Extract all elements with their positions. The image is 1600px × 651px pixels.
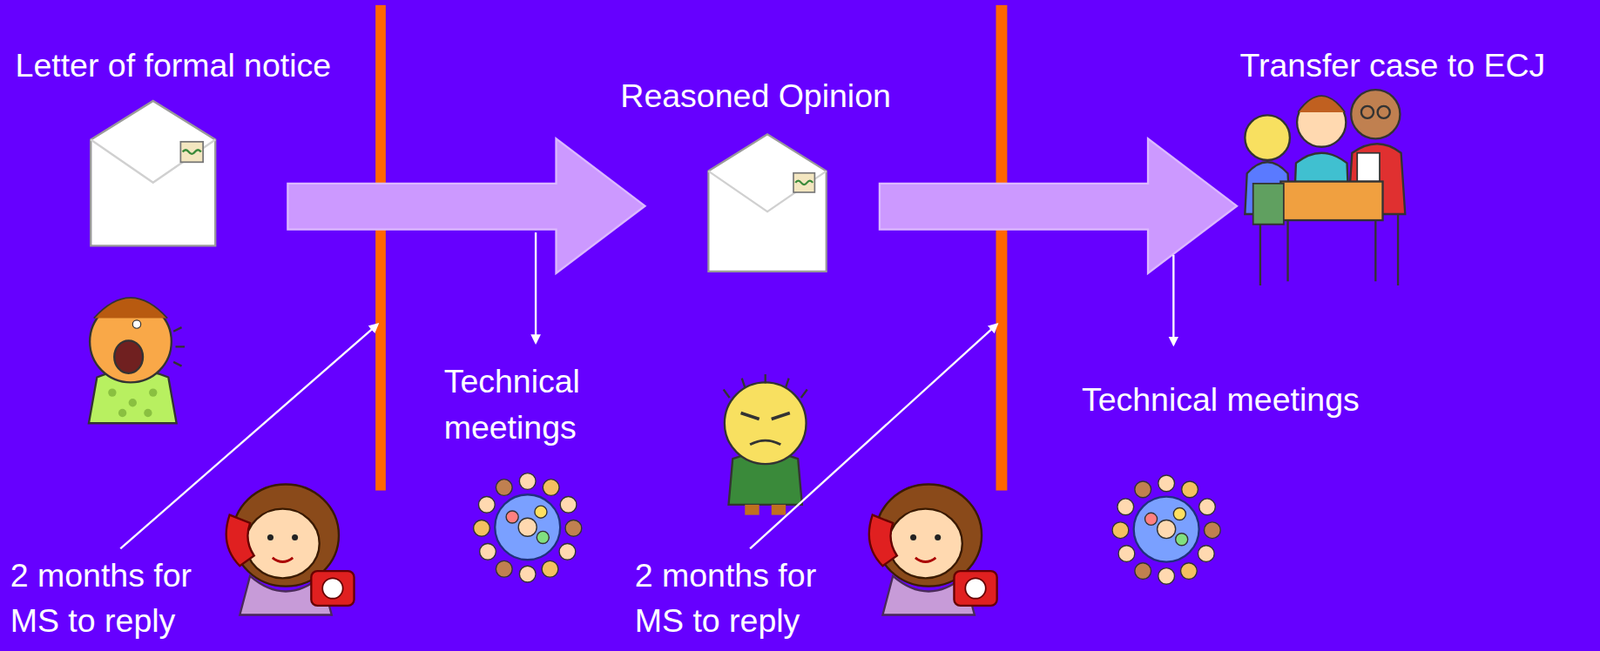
deadline-note: 2 months for MS to reply [10, 553, 230, 645]
sulking-child [723, 374, 808, 516]
stage-arrow [879, 138, 1237, 274]
stage-arrow [287, 138, 645, 274]
deadline-bar [995, 5, 1007, 492]
stage-title: Transfer case to ECJ [1239, 42, 1546, 88]
leader-arrow [534, 232, 537, 344]
stage-title: Letter of formal notice [15, 42, 332, 88]
leader-arrow [1172, 255, 1175, 345]
meeting-crowd [473, 473, 582, 583]
crying-child [88, 297, 185, 424]
envelope-icon [90, 101, 216, 246]
deadline-note: 2 months for MS to reply [634, 553, 855, 645]
meeting-crowd [1112, 475, 1221, 585]
court-group [1244, 89, 1405, 286]
deadline-bar [375, 5, 386, 492]
stage-title: Reasoned Opinion [620, 73, 892, 119]
envelope-icon [708, 134, 826, 271]
meeting-note: Technical meetings [1081, 377, 1360, 423]
phone-caller [226, 485, 355, 616]
leader-arrow [749, 324, 998, 550]
leader-arrow [120, 324, 378, 550]
meeting-note: Technical meetings [444, 358, 649, 451]
phone-caller [869, 485, 998, 616]
